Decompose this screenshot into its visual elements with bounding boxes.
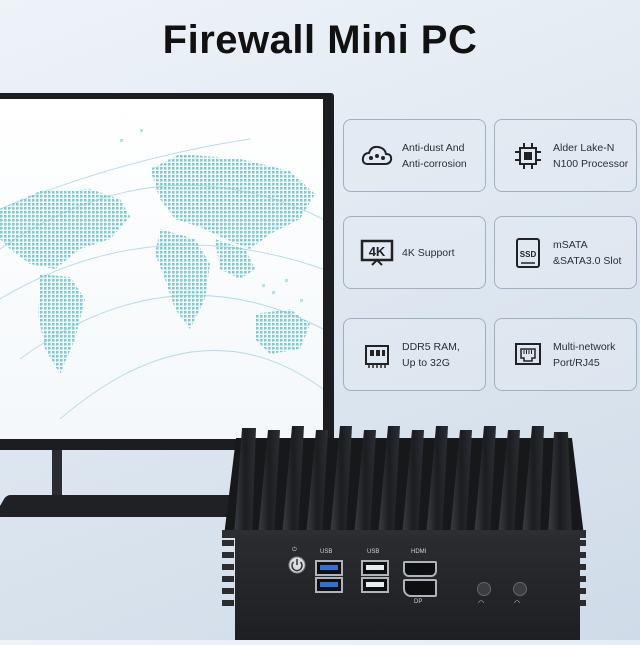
4k-display-icon: 4K	[358, 234, 396, 272]
svg-text:4K: 4K	[369, 244, 386, 259]
cloud-network-icon	[358, 137, 396, 175]
feature-card-ram: DDR5 RAM, Up to 32G	[343, 318, 486, 391]
antenna-jack-left[interactable]	[477, 582, 491, 596]
feature-line1: Alder Lake-N	[553, 141, 615, 154]
power-icon: ⏻	[292, 547, 297, 553]
svg-text:SSD: SSD	[520, 250, 537, 259]
feature-line1: Multi-network	[553, 340, 616, 353]
usb2-port-bottom[interactable]	[361, 577, 389, 593]
feature-line1: DDR5 RAM,	[402, 340, 460, 353]
wifi-icon: ◠	[478, 600, 485, 607]
ram-module-icon	[358, 336, 396, 374]
ethernet-port-icon	[509, 336, 547, 374]
world-map-image	[0, 129, 323, 420]
displayport-port[interactable]	[403, 579, 437, 597]
hdmi-label: HDMI	[411, 549, 427, 555]
page-title: Firewall Mini PC	[162, 18, 478, 62]
feature-line2: &SATA3.0 Slot	[553, 254, 622, 267]
usb3-label: USB	[320, 549, 333, 555]
feature-card-4k: 4K 4K Support	[343, 216, 486, 289]
feature-line1: Anti-dust And	[402, 141, 465, 154]
monitor-stand	[52, 450, 62, 500]
firewall-mini-pc	[222, 418, 586, 640]
wifi-icon: ◠	[514, 600, 521, 607]
monitor-base	[0, 495, 247, 517]
feature-line2: Anti-corrosion	[402, 157, 467, 170]
ssd-icon: SSD	[509, 234, 547, 272]
feature-line1: 4K Support	[402, 246, 455, 259]
usb3-port-top[interactable]	[315, 560, 343, 576]
monitor-screen	[0, 99, 323, 439]
feature-line2: N100 Processor	[553, 157, 629, 170]
feature-line2: Up to 32G	[402, 356, 450, 369]
feature-line1: mSATA	[553, 238, 588, 251]
feature-card-processor: Alder Lake-N N100 Processor	[494, 119, 637, 192]
usb3-port-bottom[interactable]	[315, 577, 343, 593]
monitor	[0, 93, 334, 450]
front-io-panel: ⏻ USB USB HDMI DP ◠ ◠	[235, 535, 580, 640]
usb2-label: USB	[367, 549, 380, 555]
dp-label: DP	[414, 599, 423, 605]
feature-card-storage: SSD mSATA&SATA3.0 Slot	[494, 216, 637, 289]
power-button[interactable]	[287, 555, 307, 575]
antenna-jack-right[interactable]	[513, 582, 527, 596]
hdmi-port[interactable]	[403, 561, 437, 577]
feature-line2: Port/RJ45	[553, 356, 600, 369]
usb2-port-top[interactable]	[361, 560, 389, 576]
heatsink-fins	[222, 426, 586, 606]
cpu-chip-icon	[509, 137, 547, 175]
